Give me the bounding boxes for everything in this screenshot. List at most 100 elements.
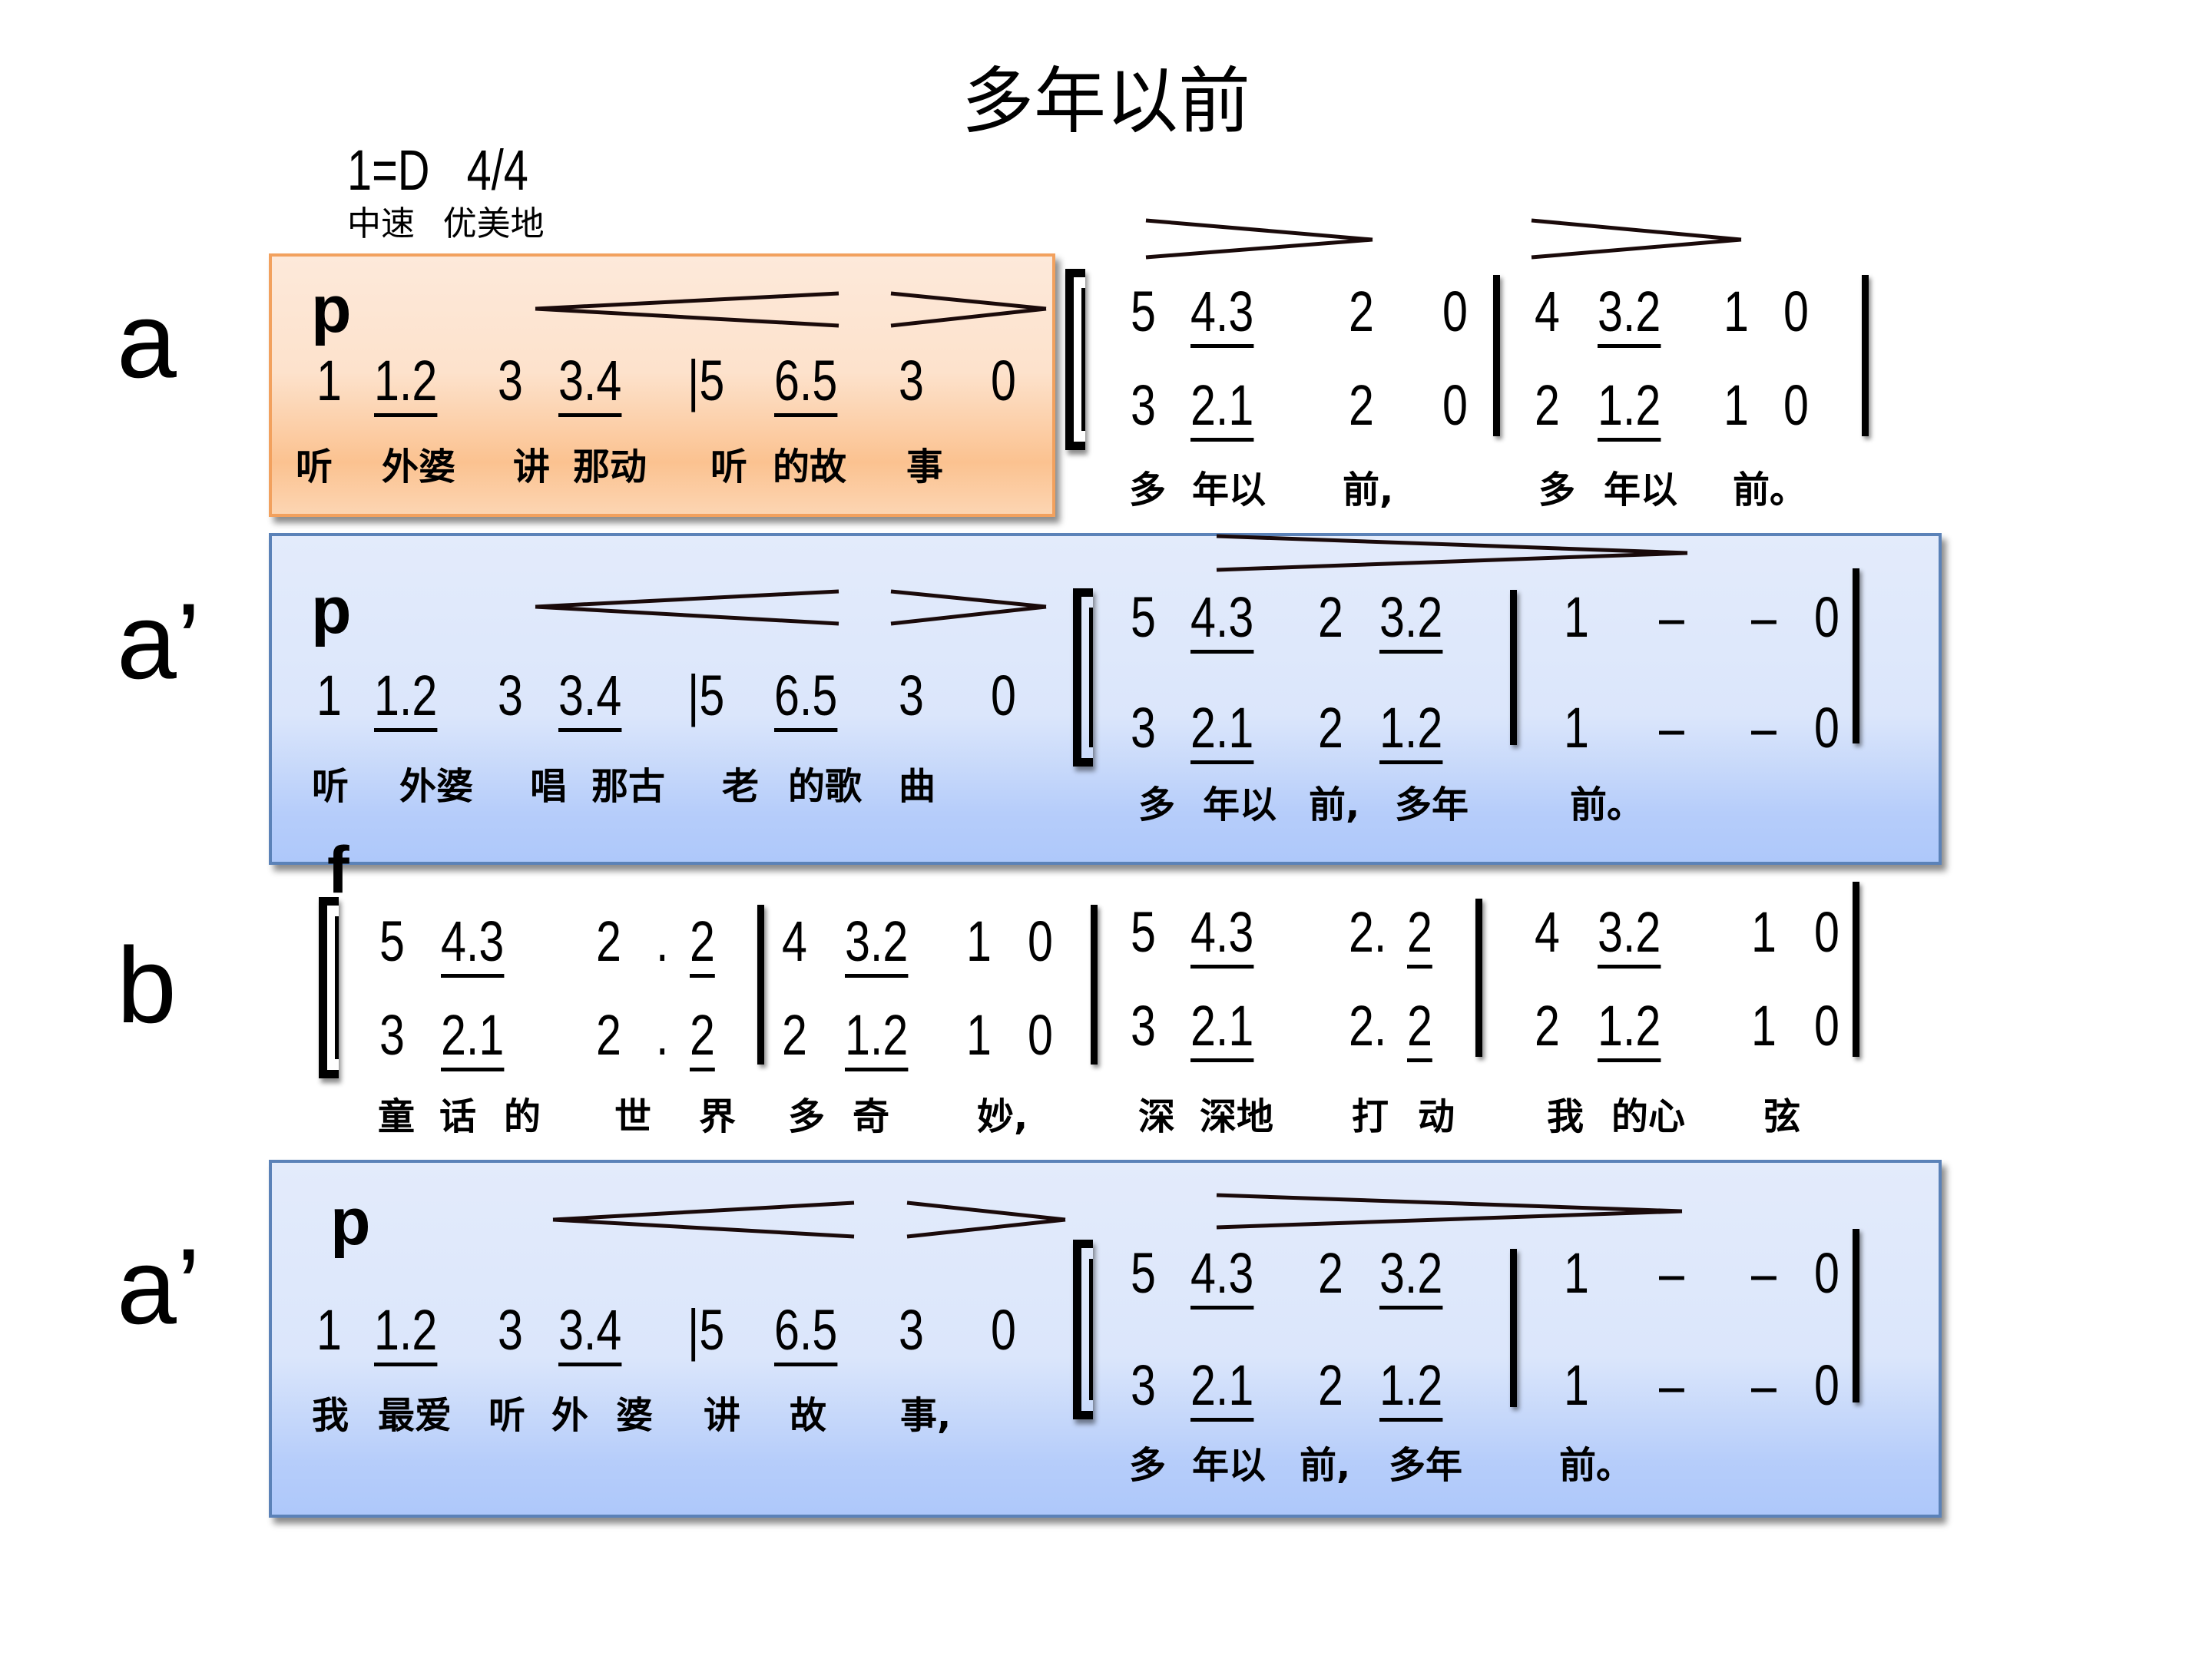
note: 1.2 <box>374 350 438 417</box>
note: 2 <box>1349 373 1374 437</box>
section-label-a-prime-2: a’ <box>117 1226 200 1346</box>
section-a-prime-highlight-box <box>269 533 1942 865</box>
bar-line <box>1510 590 1517 745</box>
tempo-marking: 中速 优美地 <box>347 205 545 243</box>
lyric: 前。 <box>1570 783 1644 826</box>
bar-line <box>1493 275 1500 436</box>
note: 1.2 <box>374 665 438 732</box>
note: 3 <box>379 1003 405 1067</box>
note: . <box>656 909 669 973</box>
system-bracket <box>1073 588 1093 767</box>
note: – <box>1751 1353 1777 1417</box>
note: 1 <box>1564 1353 1589 1417</box>
dynamic-piano: p <box>311 273 352 346</box>
note: 4.3 <box>1190 587 1254 654</box>
lyric: 婆 <box>616 1394 654 1437</box>
lyric: 年以 <box>1192 1444 1267 1487</box>
lyric: 前, <box>1343 469 1394 512</box>
system-bracket <box>319 897 339 1078</box>
song-title: 多年以前 <box>961 62 1250 142</box>
lyric: 弦 <box>1763 1095 1801 1138</box>
note: 3.4 <box>558 350 622 417</box>
system-bracket <box>1073 1240 1093 1419</box>
note: 2 <box>690 911 715 978</box>
note: 1 <box>966 909 992 973</box>
note: 1 <box>1564 696 1589 760</box>
note: 1.2 <box>374 1300 438 1366</box>
note: 0 <box>1028 909 1053 973</box>
lyric: 我 <box>312 1394 349 1437</box>
note: 4.3 <box>1190 902 1254 969</box>
note: 0 <box>1814 900 1839 964</box>
decrescendo-hairpin-icon <box>1216 534 1688 572</box>
note: 4 <box>1535 900 1560 964</box>
lyric: 前, <box>1309 783 1360 826</box>
section-label-a: a <box>117 280 177 400</box>
note: 1.2 <box>1379 1355 1443 1422</box>
note: 1 <box>316 1298 342 1362</box>
final-bar-line <box>1853 568 1859 743</box>
note: 4.3 <box>441 911 505 978</box>
lyric: 故 <box>790 1394 827 1437</box>
lyric: 听 <box>488 1394 526 1437</box>
note: 2 <box>1535 994 1560 1058</box>
lyric: 的歌 <box>788 765 863 808</box>
note: 0 <box>1814 696 1839 760</box>
decrescendo-hairpin-icon <box>1145 218 1742 260</box>
lyric: 多 <box>788 1095 826 1138</box>
note: . <box>656 1003 669 1067</box>
note: 0 <box>1814 585 1839 649</box>
note: 1 <box>316 664 342 727</box>
lyric: 的 <box>504 1095 541 1138</box>
lyric: 多年 <box>1395 783 1469 826</box>
final-bar-line <box>1853 1229 1859 1402</box>
lyric: 话 <box>439 1095 477 1138</box>
note: 1.2 <box>1598 995 1661 1062</box>
lyric: 听 <box>296 445 333 488</box>
section-label-b: b <box>117 925 177 1045</box>
bar-line <box>1475 899 1482 1057</box>
note: 6.5 <box>774 350 838 417</box>
note: 2.1 <box>441 1005 505 1071</box>
note: – <box>1751 696 1777 760</box>
note: 1.2 <box>1598 375 1661 442</box>
lyric: 事 <box>906 445 944 488</box>
note: 2 <box>596 1003 621 1067</box>
note: 3.2 <box>1598 902 1661 969</box>
lyric: 的心 <box>1611 1095 1686 1138</box>
key-time-signature: 1=D 4/4 <box>347 138 528 202</box>
lyric: 动 <box>1418 1095 1455 1138</box>
note: 2.1 <box>1190 375 1254 442</box>
note: 1 <box>316 349 342 412</box>
note: 0 <box>1814 1353 1839 1417</box>
note: 1 <box>1564 585 1589 649</box>
lyric: 最爱 <box>378 1394 452 1437</box>
lyric: 曲 <box>899 765 936 808</box>
note: 2 <box>1407 902 1432 969</box>
lyric: 前, <box>1300 1444 1351 1487</box>
lyric: 奇 <box>853 1095 890 1138</box>
lyric: 世 <box>614 1095 652 1138</box>
note: 5 <box>379 909 405 973</box>
note: 0 <box>1814 994 1839 1058</box>
note: 0 <box>991 349 1016 412</box>
note: 4 <box>1535 280 1560 343</box>
final-bar-line <box>1853 882 1859 1057</box>
note: 2 <box>1318 1353 1343 1417</box>
note: 3 <box>899 1298 924 1362</box>
lyric: 我 <box>1547 1095 1584 1138</box>
note: 0 <box>1783 373 1809 437</box>
note: 1.2 <box>1379 697 1443 764</box>
final-bar-line <box>1862 275 1869 436</box>
note: 1 <box>1724 373 1749 437</box>
note: 2 <box>1535 373 1560 437</box>
crescendo-hairpin-icon <box>552 1200 1066 1239</box>
note: – <box>1659 696 1684 760</box>
lyric: 打 <box>1352 1095 1389 1138</box>
note: – <box>1659 585 1684 649</box>
note: 2 <box>690 1005 715 1071</box>
note: 2. <box>1349 900 1387 964</box>
note: 3 <box>1131 1353 1156 1417</box>
lyric: 深地 <box>1200 1095 1274 1138</box>
lyric: 多 <box>1129 1444 1167 1487</box>
